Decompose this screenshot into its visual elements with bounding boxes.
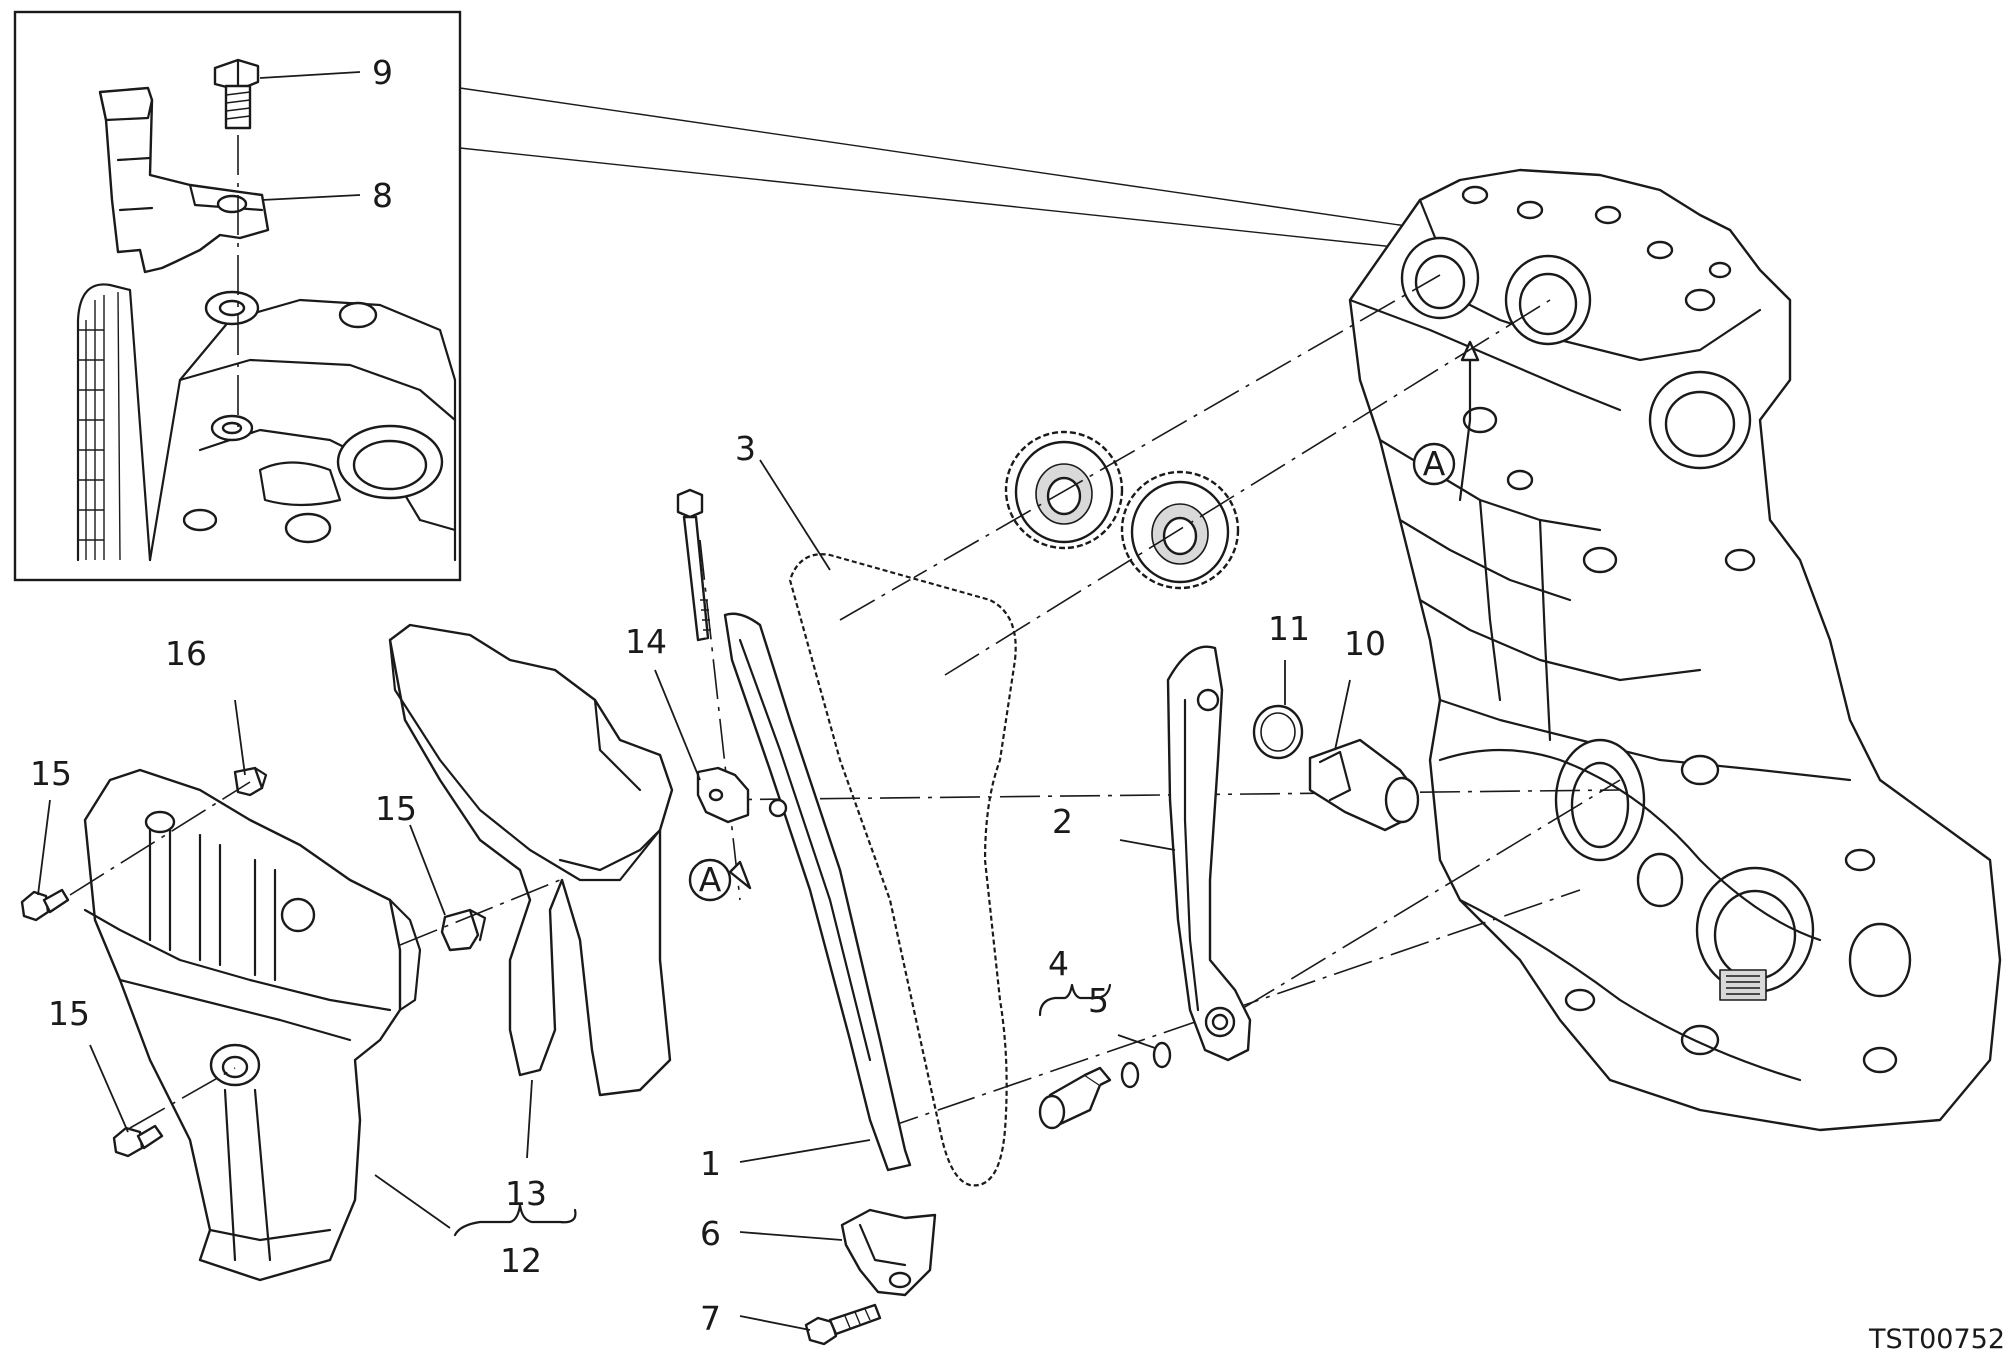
fixed-chain-guide [723, 612, 912, 1172]
reference-marker-bolt [688, 858, 732, 902]
callout-15-upper: 15 [30, 754, 72, 793]
callout-6: 6 [700, 1214, 721, 1253]
guide-spacer-plate [696, 766, 750, 824]
axis-long-bolt [699, 539, 741, 901]
axis-cover-clip-lower [399, 879, 561, 946]
inset-link-line-top [459, 87, 1476, 237]
callout-3: 3 [735, 429, 756, 468]
callout-11: 11 [1268, 609, 1310, 648]
chain-tensioner [1308, 738, 1420, 832]
callout-4: 4 [1048, 944, 1069, 983]
axis-exhaust-cam [839, 274, 1441, 621]
pivot-ring-outer [1152, 1041, 1172, 1069]
callout-17: 16 [165, 634, 207, 673]
reference-marker-label-bolt: A [699, 860, 722, 899]
callout-9: 9 [372, 53, 393, 92]
cover-screw-lower [112, 1124, 164, 1158]
callout-2: 2 [1052, 802, 1073, 841]
pivot-ring-inner [1120, 1061, 1140, 1089]
inset-bolt [213, 58, 260, 130]
reference-marker-label-engine: A [1423, 444, 1446, 483]
lower-guide-bracket [840, 1208, 937, 1297]
callout-8: 8 [372, 176, 393, 215]
outer-timing-cover [83, 768, 422, 1282]
callout-16: 15 [375, 789, 417, 828]
callout-13: 13 [505, 1174, 547, 1213]
bolt-direction-arrow [728, 860, 752, 890]
inset-guide-bracket [98, 86, 270, 274]
cover-clip-upper [233, 766, 268, 797]
bracket-brace-12 [453, 1203, 577, 1237]
guide-long-bolt [676, 488, 711, 642]
reference-marker-engine [1412, 442, 1456, 486]
callout-labels: 9 8 3 14 16 15 15 15 11 10 2 4 5 1 13 6 … [30, 53, 1386, 1338]
bracket-brace-4 [1038, 983, 1112, 1017]
cover-clip-lower [440, 908, 487, 952]
inner-timing-cover [388, 623, 674, 1097]
callout-15-lower: 15 [48, 994, 90, 1033]
drawing-code: TST00752 [1868, 1324, 2005, 1355]
callout-14: 14 [625, 622, 667, 661]
cover-screw-upper [20, 888, 70, 922]
callout-5: 5 [1088, 981, 1109, 1020]
chain-tensioner-guide [1166, 645, 1252, 1062]
callout-12: 12 [500, 1241, 542, 1280]
camshaft-sprocket-exhaust [1004, 430, 1124, 550]
inset-link-line-bottom [459, 147, 1471, 256]
axis-tensioner-guide [1239, 779, 1621, 1011]
callout-7: 7 [700, 1299, 721, 1338]
callout-10: 10 [1344, 624, 1386, 663]
detail-inset [13, 10, 462, 582]
inset-head-casting [148, 290, 457, 562]
callout-1: 1 [700, 1144, 721, 1183]
engine-block: A [1348, 168, 2002, 1132]
timing-chain [787, 552, 1018, 1188]
lower-bracket-bolt [804, 1303, 882, 1346]
leader-lines [37, 71, 1351, 1331]
inset-chain [76, 283, 152, 562]
guide-pivot-pin [1038, 1066, 1112, 1130]
axis-cover-screw [129, 1067, 236, 1129]
axis-cover-clip-upper [69, 781, 251, 896]
